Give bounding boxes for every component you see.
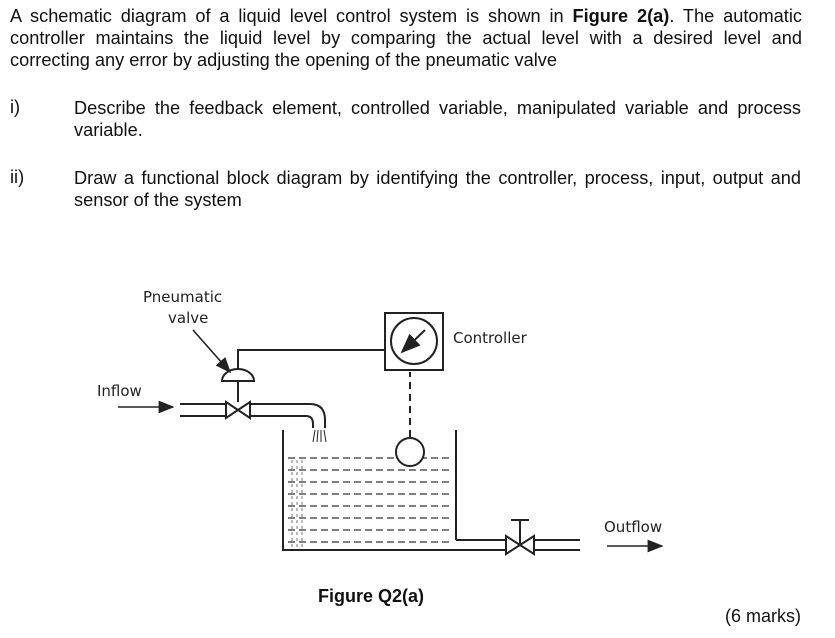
float-sensor	[395, 437, 425, 467]
label-pneumatic: Pneumatic	[143, 288, 223, 306]
figure-reference: Figure 2(a)	[572, 6, 670, 26]
intro-text-before: A schematic diagram of a liquid level co…	[10, 6, 573, 26]
valve-pointer-arrow	[192, 329, 232, 374]
liquid-vertical-hatch	[291, 460, 303, 548]
tank-outline	[282, 430, 457, 551]
question-intro: A schematic diagram of a liquid level co…	[10, 5, 802, 71]
question-2-number: ii)	[10, 167, 25, 187]
gauge-needle	[400, 329, 426, 354]
marks-label: (6 marks)	[725, 606, 801, 626]
valve-actuator	[220, 368, 256, 382]
inflow-valve	[225, 400, 251, 420]
label-inflow: Inflow	[97, 382, 142, 400]
question-1-number: i)	[10, 97, 21, 117]
label-controller: Controller	[453, 329, 527, 347]
figure-caption: Figure Q2(a)	[318, 586, 425, 606]
question-1-text: Describe the feedback element, controlle…	[74, 98, 801, 140]
label-outflow: Outflow	[604, 518, 663, 536]
inflow-pipe	[250, 403, 326, 428]
intro-text-after: . The automatic controller maintains the…	[10, 6, 802, 70]
liquid-fill	[288, 457, 452, 543]
label-valve: valve	[168, 309, 209, 327]
question-2-text: Draw a functional block diagram by ident…	[74, 168, 801, 210]
pneumatic-signal-line	[237, 349, 385, 372]
